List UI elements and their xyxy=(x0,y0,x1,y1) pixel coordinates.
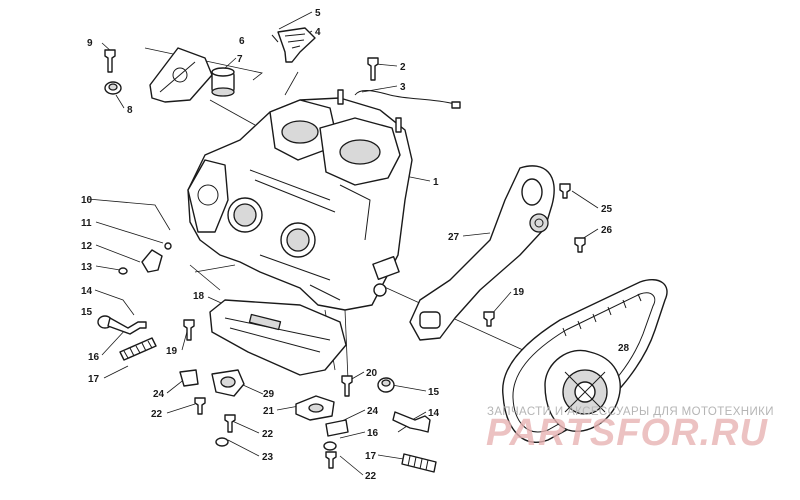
callout-15-left: 15 xyxy=(81,307,93,318)
watermark-brand: PARTSFOR.RU xyxy=(486,412,768,454)
callout-4: 4 xyxy=(315,27,321,38)
callout-18: 18 xyxy=(193,291,205,302)
watermark-caption: ЗАПЧАСТИ И АКСЕССУАРЫ ДЛЯ МОТОТЕХНИКИ xyxy=(487,406,774,418)
callout-22-mid: 22 xyxy=(262,429,274,440)
belt-and-clutch xyxy=(502,279,668,443)
callout-12: 12 xyxy=(81,241,93,252)
callout-16-left: 16 xyxy=(88,352,100,363)
callout-16-right: 16 xyxy=(367,428,379,439)
top-parts xyxy=(104,27,461,109)
callout-17-left: 17 xyxy=(88,374,100,385)
left-fittings xyxy=(97,242,172,361)
callout-1: 1 xyxy=(433,177,439,188)
callout-23: 23 xyxy=(262,452,274,463)
callout-24-right: 24 xyxy=(367,406,379,417)
callout-3: 3 xyxy=(400,82,406,93)
torque-arm xyxy=(409,165,586,341)
callout-8: 8 xyxy=(127,105,133,116)
callout-29: 29 xyxy=(263,389,275,400)
callout-10: 10 xyxy=(81,195,93,206)
callout-24-left: 24 xyxy=(153,389,165,400)
callout-7: 7 xyxy=(237,54,243,65)
callout-20: 20 xyxy=(366,368,378,379)
callout-22-right: 22 xyxy=(365,471,377,482)
callout-19-left: 19 xyxy=(166,346,178,357)
callout-6: 6 xyxy=(239,36,245,47)
callout-26: 26 xyxy=(601,225,613,236)
callout-17-right: 17 xyxy=(365,451,377,462)
engine-block xyxy=(187,89,413,311)
callout-15-right: 15 xyxy=(428,387,440,398)
callout-5: 5 xyxy=(315,8,321,19)
callout-13: 13 xyxy=(81,262,93,273)
callout-22-left: 22 xyxy=(151,409,163,420)
callout-2: 2 xyxy=(400,62,406,73)
callout-25: 25 xyxy=(601,204,613,215)
callout-9: 9 xyxy=(87,38,93,49)
callout-28: 28 xyxy=(618,343,630,354)
callout-labels: 1 2 3 4 5 6 7 8 9 10 11 12 13 14 15 16 1… xyxy=(81,8,630,482)
callout-19-right: 19 xyxy=(513,287,525,298)
callout-21: 21 xyxy=(263,406,275,417)
callout-27: 27 xyxy=(448,232,460,243)
callout-14-left: 14 xyxy=(81,286,93,297)
bottom-parts xyxy=(179,299,437,473)
callout-11: 11 xyxy=(81,218,92,229)
callout-14-right: 14 xyxy=(428,408,440,419)
